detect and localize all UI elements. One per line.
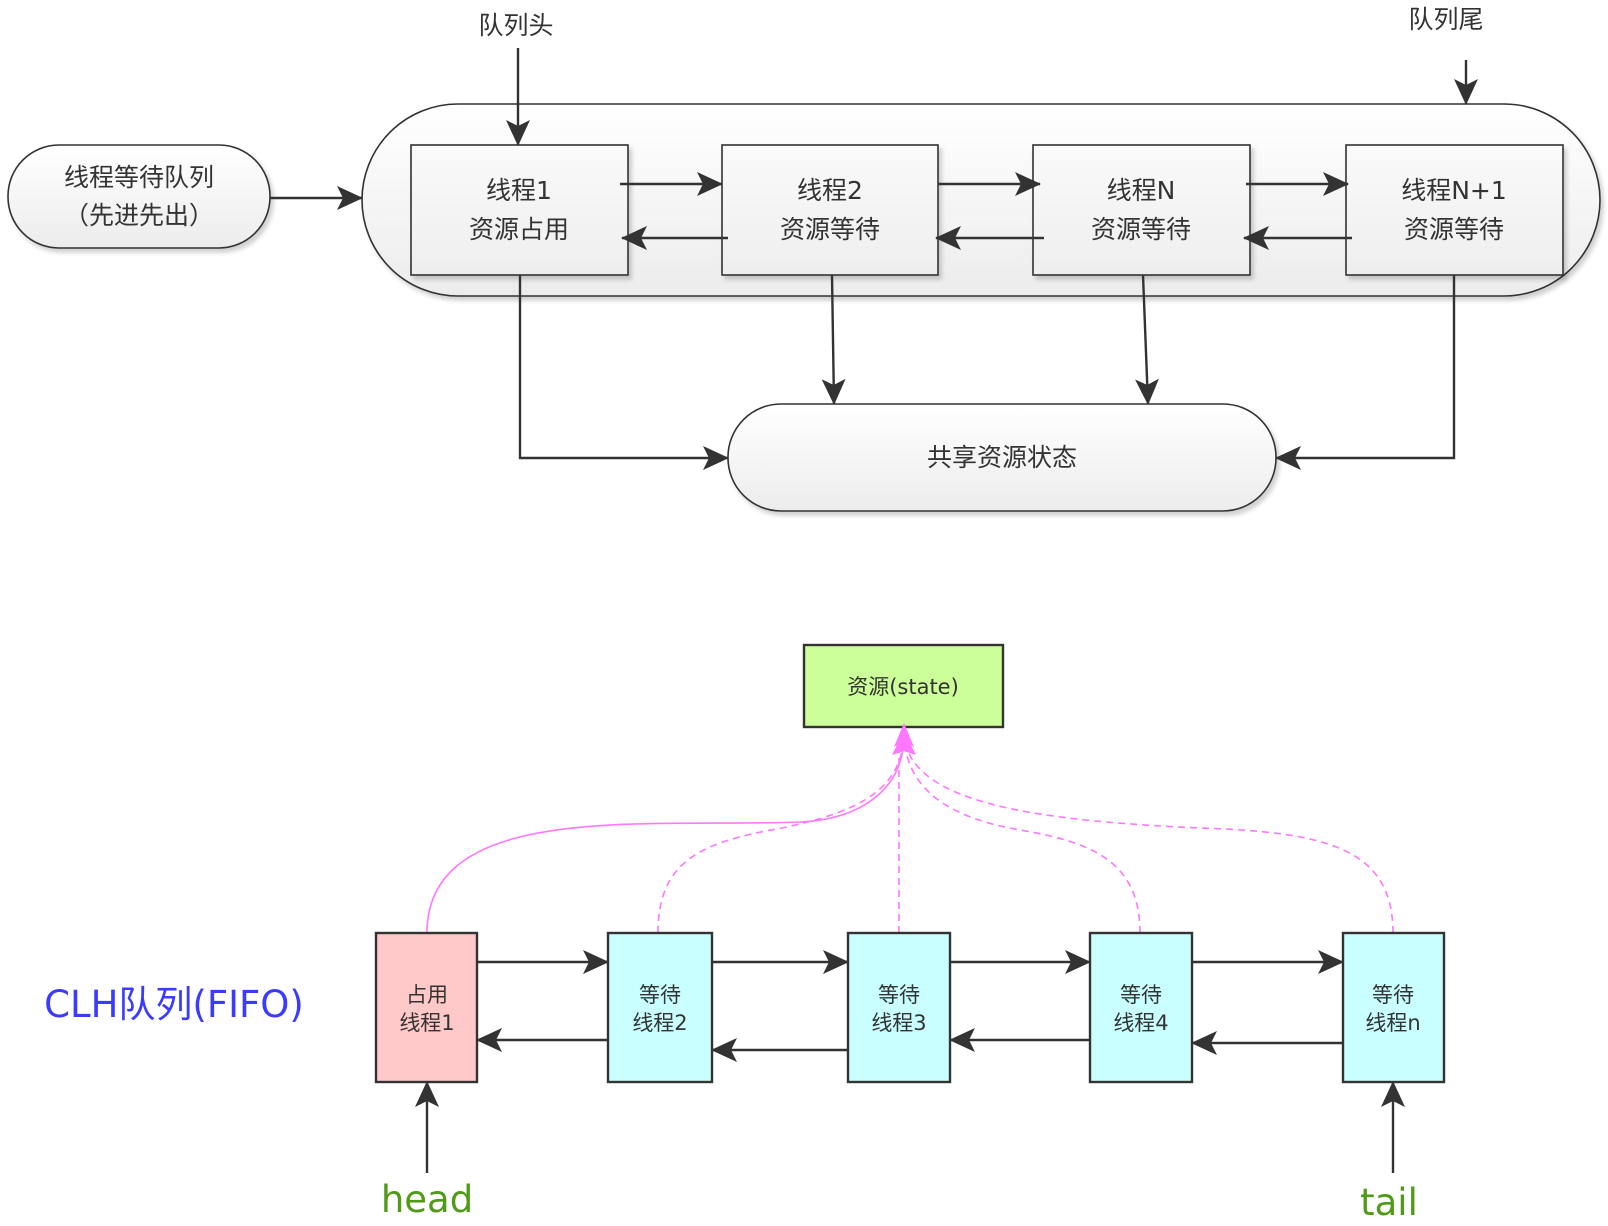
clh-queue-title: CLH队列(FIFO) xyxy=(44,983,304,1026)
clh-node-4-line2: 线程4 xyxy=(1113,1011,1168,1035)
waiting-queue-line2: （先进先出） xyxy=(64,201,214,230)
thread-box-2: 线程2 资源等待 xyxy=(721,144,939,276)
thread-1-status: 资源占用 xyxy=(469,215,569,244)
clh-node-2: 等待 线程2 xyxy=(606,931,714,1084)
queue-tail-label: 队列尾 xyxy=(1408,5,1483,34)
resource-state-label: 资源(state) xyxy=(847,675,959,699)
clh-node-3: 等待 线程3 xyxy=(846,931,952,1084)
clh-node-n: 等待 线程n xyxy=(1341,931,1446,1084)
clh-node-2-line1: 等待 xyxy=(639,983,681,1007)
waiting-queue-pill xyxy=(7,144,271,249)
clh-node-1-line1: 占用 xyxy=(406,983,448,1007)
shared-resource-label: 共享资源状态 xyxy=(927,443,1077,472)
node-2-to-resource xyxy=(657,734,905,934)
clh-node-4-line1: 等待 xyxy=(1120,983,1162,1007)
thread-n-plus-1-status: 资源等待 xyxy=(1404,215,1504,244)
thread-n-name: 线程N xyxy=(1107,176,1176,205)
head-label: head xyxy=(381,1178,473,1221)
resource-arrowhead xyxy=(892,731,916,755)
thread-n1-to-resource xyxy=(1275,275,1456,470)
queue-head-label: 队列头 xyxy=(478,11,553,40)
thread-n-to-resource xyxy=(1135,274,1160,405)
clh-node-1: 占用 线程1 xyxy=(374,931,479,1084)
thread-box-1: 线程1 资源占用 xyxy=(410,144,629,276)
node-1-to-resource xyxy=(426,723,914,934)
thread-box-n: 线程N 资源等待 xyxy=(1032,144,1251,276)
thread-2-name: 线程2 xyxy=(797,176,863,205)
thread-1-to-resource xyxy=(518,275,729,470)
node-4-to-resource xyxy=(903,734,1141,934)
node-n-to-resource xyxy=(903,734,1394,934)
clh-node-n-line1: 等待 xyxy=(1372,983,1414,1007)
thread-box-n-plus-1: 线程N+1 资源等待 xyxy=(1345,144,1564,276)
clh-node-3-line2: 线程3 xyxy=(871,1011,926,1035)
tail-label: tail xyxy=(1360,1181,1418,1224)
clh-node-n-line2: 线程n xyxy=(1365,1011,1420,1035)
waiting-queue-line1: 线程等待队列 xyxy=(64,163,214,192)
thread-n-plus-1-name: 线程N+1 xyxy=(1401,176,1507,205)
thread-1-name: 线程1 xyxy=(486,176,552,205)
thread-n-status: 资源等待 xyxy=(1091,215,1191,244)
resource-state-box xyxy=(802,643,1005,729)
clh-node-3-line1: 等待 xyxy=(878,983,920,1007)
thread-2-to-resource xyxy=(821,274,846,405)
clh-node-2-line2: 线程2 xyxy=(632,1011,687,1035)
thread-2-status: 资源等待 xyxy=(780,215,880,244)
clh-node-1-line2: 线程1 xyxy=(399,1011,454,1035)
top-diagram: 线程等待队列 （先进先出） 队列头 队列尾 线程1 资源占用 线程2 资源等待 … xyxy=(7,5,1601,512)
clh-node-4: 等待 线程4 xyxy=(1088,931,1194,1084)
bottom-diagram: CLH队列(FIFO) 资源(state) 占用 线程1 等待 线程2 等待 线… xyxy=(44,643,1446,1224)
